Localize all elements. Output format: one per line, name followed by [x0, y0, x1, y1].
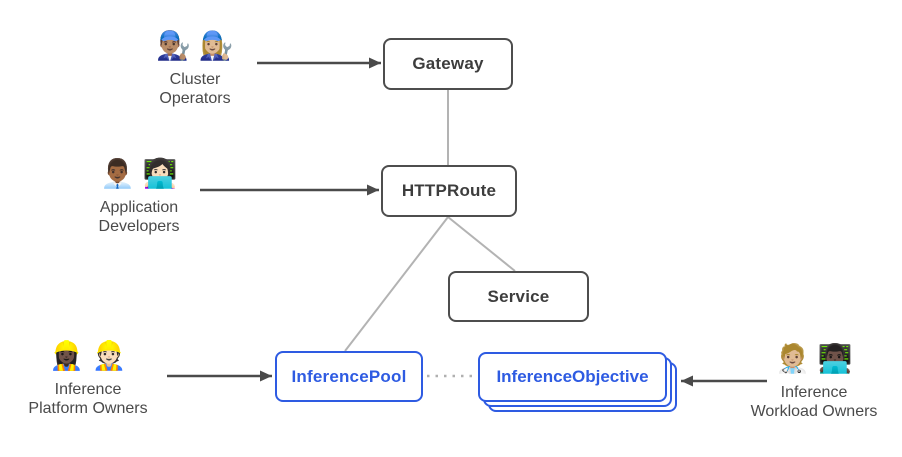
persona-inference-workload-owners: 🧑🏼‍⚕️ 👨🏿‍💻 Inference Workload Owners	[729, 337, 899, 421]
inference-objective-node: InferenceObjective	[478, 352, 667, 402]
persona-cluster-operators: 👨🏽‍🔧 👩🏼‍🔧 Cluster Operators	[110, 24, 280, 108]
inference-objective-stack: InferenceObjective	[478, 352, 677, 412]
application-developers-label: Application Developers	[98, 199, 180, 235]
inference-workload-owners-label: Inference Workload Owners	[750, 384, 878, 420]
cluster-operators-label: Cluster Operators	[159, 71, 231, 107]
inference-platform-owners-label: Inference Platform Owners	[28, 381, 148, 417]
inference-workload-owners-emoji: 🧑🏼‍⚕️ 👨🏿‍💻	[775, 343, 853, 374]
httproute-inferencepool-connector	[344, 216, 449, 352]
inference-pool-node: InferencePool	[275, 351, 423, 402]
service-node: Service	[448, 271, 589, 322]
persona-application-developers: 👨🏾‍💼 👩🏻‍💻 Application Developers	[54, 152, 224, 236]
application-developers-emoji: 👨🏾‍💼 👩🏻‍💻	[100, 158, 178, 189]
gateway-node: Gateway	[383, 38, 513, 90]
cluster-operators-emoji: 👨🏽‍🔧 👩🏼‍🔧	[156, 30, 234, 61]
persona-inference-platform-owners: 👷🏿‍♀️ 👷🏻 Inference Platform Owners	[3, 334, 173, 418]
inference-platform-owners-emoji: 👷🏿‍♀️ 👷🏻	[49, 340, 127, 371]
httproute-service-connector	[447, 216, 516, 272]
httproute-node: HTTPRoute	[381, 165, 517, 217]
